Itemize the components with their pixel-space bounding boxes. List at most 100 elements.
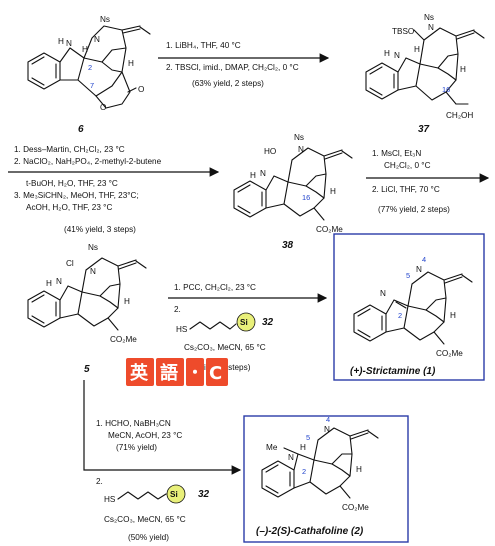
svg-text:2. NaClO₂, NaH₂PO₄, 2-methyl-2: 2. NaClO₂, NaH₂PO₄, 2-methyl-2-butene: [14, 157, 162, 166]
svg-text:1. LiBH₄, THF, 40 °C: 1. LiBH₄, THF, 40 °C: [166, 41, 241, 50]
svg-text:C: C: [209, 363, 222, 384]
svg-text:2: 2: [398, 311, 402, 320]
svg-text:HS: HS: [176, 325, 188, 334]
svg-text:O: O: [100, 103, 106, 112]
svg-text:1. Dess–Martin, CH₂Cl₂, 23 °C: 1. Dess–Martin, CH₂Cl₂, 23 °C: [14, 145, 125, 154]
svg-text:N: N: [288, 453, 294, 462]
svg-text:語: 語: [160, 362, 178, 384]
svg-text:5: 5: [306, 433, 310, 442]
svg-text:Si: Si: [240, 318, 248, 327]
svg-text:N: N: [380, 289, 386, 298]
svg-text:2.: 2.: [96, 477, 103, 486]
svg-text:1. HCHO, NaBH₃CN: 1. HCHO, NaBH₃CN: [96, 419, 171, 428]
svg-text:英: 英: [129, 362, 149, 384]
svg-text:H: H: [414, 45, 420, 54]
svg-text:(71% yield): (71% yield): [116, 443, 157, 452]
svg-text:5: 5: [84, 364, 90, 375]
svg-text:N: N: [416, 265, 422, 274]
svg-text:H: H: [460, 65, 466, 74]
step-2-conditions: 1. Dess–Martin, CH₂Cl₂, 23 °C 2. NaClO₂,…: [14, 145, 162, 234]
svg-text:N: N: [324, 425, 330, 434]
svg-text:Cs₂CO₃, MeCN, 65 °C: Cs₂CO₃, MeCN, 65 °C: [104, 515, 186, 524]
svg-text:Ns: Ns: [88, 243, 98, 252]
svg-text:4: 4: [422, 255, 426, 264]
svg-text:Me: Me: [266, 443, 278, 452]
svg-text:H: H: [124, 297, 130, 306]
svg-text:1. MsCl, Et₃N: 1. MsCl, Et₃N: [372, 149, 421, 158]
svg-text:TBSO: TBSO: [392, 27, 414, 36]
svg-text:2: 2: [88, 63, 92, 72]
svg-text:(–)-2(S)-Cathafoline (2): (–)-2(S)-Cathafoline (2): [256, 526, 364, 537]
svg-text:5: 5: [406, 271, 410, 280]
svg-text:4: 4: [326, 415, 330, 424]
svg-text:N: N: [260, 169, 266, 178]
svg-text:HO: HO: [264, 147, 276, 156]
svg-text:2.: 2.: [174, 305, 181, 314]
svg-text:CO₂Me: CO₂Me: [316, 225, 343, 234]
watermark-stickers: 英 語 ・ C: [126, 358, 228, 386]
svg-text:16: 16: [302, 193, 310, 202]
svg-text:1. PCC, CH₂Cl₂, 23 °C: 1. PCC, CH₂Cl₂, 23 °C: [174, 283, 256, 292]
svg-text:16: 16: [442, 85, 450, 94]
svg-text:N: N: [428, 23, 434, 32]
svg-text:t-BuOH, H₂O, THF, 23 °C: t-BuOH, H₂O, THF, 23 °C: [26, 179, 118, 188]
silicon-bead-2: [166, 484, 186, 504]
svg-text:2: 2: [302, 467, 306, 476]
svg-text:N: N: [66, 39, 72, 48]
arrow-step-5: [83, 380, 242, 475]
svg-text:CO₂Me: CO₂Me: [342, 503, 369, 512]
svg-text:CO₂Me: CO₂Me: [110, 335, 137, 344]
svg-text:O: O: [138, 85, 144, 94]
svg-text:H: H: [250, 171, 256, 180]
svg-text:(+)-Strictamine (1): (+)-Strictamine (1): [350, 366, 436, 377]
compound-6: Ns N N H H H O O 2 7 6: [27, 15, 151, 135]
svg-text:Cl: Cl: [66, 259, 74, 268]
svg-text:2. LiCl, THF, 70 °C: 2. LiCl, THF, 70 °C: [372, 185, 440, 194]
watermark-tile-4: [206, 358, 228, 386]
svg-text:H: H: [300, 443, 306, 452]
svg-text:CH₂OH: CH₂OH: [446, 111, 473, 120]
svg-text:(50% yield): (50% yield): [128, 533, 169, 542]
svg-text:Ns: Ns: [294, 133, 304, 142]
svg-text:6: 6: [78, 124, 84, 135]
svg-text:Cs₂CO₃, MeCN, 65 °C: Cs₂CO₃, MeCN, 65 °C: [184, 343, 266, 352]
svg-text:Si: Si: [170, 490, 178, 499]
svg-text:H: H: [330, 187, 336, 196]
watermark-tile-2: [156, 358, 184, 386]
svg-text:HS: HS: [104, 495, 116, 504]
svg-text:H: H: [356, 465, 362, 474]
svg-text:H: H: [82, 45, 88, 54]
svg-text:32: 32: [198, 489, 210, 500]
svg-text:(41% yield, 3 steps): (41% yield, 3 steps): [64, 225, 136, 234]
svg-text:32: 32: [262, 317, 274, 328]
svg-text:・: ・: [187, 363, 203, 382]
svg-text:CH₂Cl₂, 0 °C: CH₂Cl₂, 0 °C: [384, 161, 431, 170]
svg-text:MeCN, AcOH, 23 °C: MeCN, AcOH, 23 °C: [108, 431, 182, 440]
svg-text:(63% yield, 2 steps): (63% yield, 2 steps): [192, 79, 264, 88]
svg-text:2. TBSCl, imid., DMAP, CH₂Cl₂,: 2. TBSCl, imid., DMAP, CH₂Cl₂, 0 °C: [166, 63, 299, 72]
svg-text:H: H: [384, 49, 390, 58]
compound-37: Ns TBSO N H H N CH₂OH H 16 37: [365, 13, 485, 135]
silicon-bead: [236, 312, 256, 332]
step-4-conditions: 1. PCC, CH₂Cl₂, 23 °C 2. HS Si 32 Cs₂CO₃…: [174, 283, 274, 372]
svg-text:AcOH, H₂O, THF, 23 °C: AcOH, H₂O, THF, 23 °C: [26, 203, 112, 212]
svg-text:H: H: [46, 279, 52, 288]
svg-text:H: H: [128, 59, 134, 68]
svg-text:CO₂Me: CO₂Me: [436, 349, 463, 358]
svg-text:H: H: [450, 311, 456, 320]
watermark-tile-3: [186, 358, 204, 386]
svg-text:N: N: [90, 267, 96, 276]
svg-text:37: 37: [418, 124, 430, 135]
svg-text:N: N: [94, 35, 100, 44]
step-1-conditions: 1. LiBH₄, THF, 40 °C 2. TBSCl, imid., DM…: [166, 41, 299, 88]
compound-38: Ns HO N H N CO₂Me H 16 38: [233, 133, 353, 251]
cathafoline-box: Me N N H CO₂Me H 5 4 2 (–)-2(S)-Cathafol…: [243, 415, 409, 543]
svg-text:N: N: [394, 51, 400, 60]
svg-text:N: N: [298, 145, 304, 154]
compound-5: Ns Cl N H N CO₂Me H 5: [27, 243, 147, 375]
watermark-tile-1: [126, 358, 154, 386]
svg-text:38: 38: [282, 240, 294, 251]
svg-text:H: H: [58, 37, 64, 46]
svg-text:7: 7: [90, 81, 94, 90]
